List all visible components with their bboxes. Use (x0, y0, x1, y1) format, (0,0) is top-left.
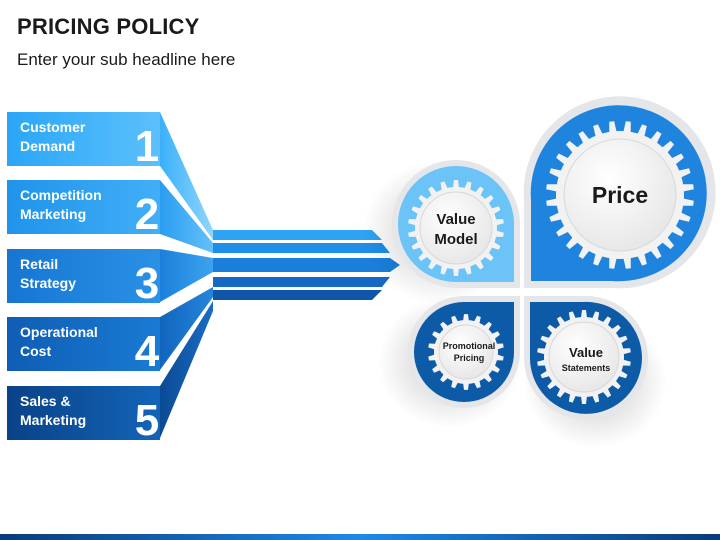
item-1-label-line2: Demand (20, 138, 75, 154)
item-4-label-line2: Cost (20, 343, 51, 359)
item-2-label-line1: Competition (20, 187, 102, 203)
promotional-line2: Pricing (454, 353, 485, 363)
gear-price-center (563, 138, 677, 252)
item-5-label-line2: Marketing (20, 412, 86, 428)
petal-promotional-pricing: Promotional Pricing (408, 296, 520, 408)
item-fan-4 (160, 287, 213, 370)
item-3-label-line2: Strategy (20, 275, 76, 291)
value-statements-line2: Statements (562, 363, 611, 373)
bottom-accent-bar (0, 534, 720, 540)
item-fan-5 (160, 301, 213, 438)
gear-value-statements (537, 310, 631, 404)
gear-price (546, 121, 694, 269)
petal-value-model: Value Model (392, 160, 520, 288)
gear-promotional-pricing (428, 314, 504, 390)
gear-vs-center (548, 321, 620, 393)
item-3: Retail Strategy 3 (7, 249, 160, 308)
item-1-label-line1: Customer (20, 119, 86, 135)
gear-vm-center (419, 191, 493, 265)
item-5: Sales & Marketing 5 (7, 386, 160, 445)
item-5-label-line1: Sales & (20, 393, 71, 409)
item-1: Customer Demand 1 (7, 112, 160, 171)
gear-value-model (408, 180, 504, 276)
item-fan-2 (160, 180, 213, 253)
price-label: Price (592, 182, 648, 208)
page-title: PRICING POLICY (17, 14, 200, 39)
item-4-number: 4 (135, 327, 160, 376)
item-3-label-line1: Retail (20, 256, 58, 272)
item-4: Operational Cost 4 (7, 317, 160, 376)
item-3-number: 3 (135, 259, 159, 308)
petal-price: Price (523, 96, 716, 289)
converging-arrow (213, 230, 400, 300)
item-4-label-line1: Operational (20, 324, 98, 340)
item-2-number: 2 (135, 190, 159, 239)
petal-value-statements: Value Statements (523, 295, 648, 420)
item-2: Competition Marketing 2 (7, 180, 160, 239)
value-model-line1: Value (436, 211, 475, 228)
promotional-line1: Promotional (443, 341, 496, 351)
page-subtitle: Enter your sub headline here (17, 50, 236, 69)
item-2-label-line2: Marketing (20, 206, 86, 222)
value-statements-line1: Value (569, 345, 603, 360)
item-fan-3 (160, 249, 213, 302)
item-fan-1 (160, 112, 213, 240)
item-5-number: 5 (135, 396, 159, 445)
value-model-line2: Model (434, 231, 477, 248)
gear-pp-center (438, 324, 494, 380)
item-1-number: 1 (135, 122, 159, 171)
